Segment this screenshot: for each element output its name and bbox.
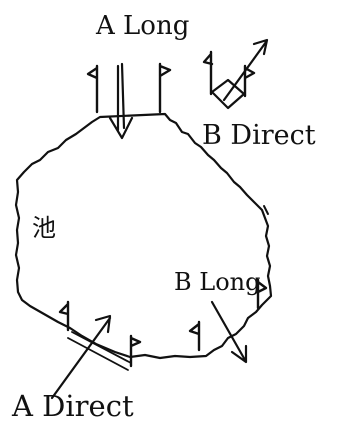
b-direct-label: B Direct — [202, 120, 316, 151]
flag-icon — [190, 322, 199, 350]
edge-mark — [264, 206, 268, 214]
b-long-label: B Long — [174, 268, 260, 296]
b-long-arrow — [212, 302, 246, 362]
a-long-label: A Long — [95, 11, 189, 41]
a-long-arrow — [110, 64, 132, 138]
pond-label: 池 — [32, 214, 56, 242]
flag-icon — [88, 66, 97, 112]
a-direct-arrow — [52, 316, 110, 398]
flag-icon — [204, 52, 212, 94]
b-direct-arrow — [212, 40, 267, 108]
a-direct-label: A Direct — [11, 389, 134, 423]
flag-icon — [160, 64, 170, 112]
flag-icon — [131, 336, 140, 366]
